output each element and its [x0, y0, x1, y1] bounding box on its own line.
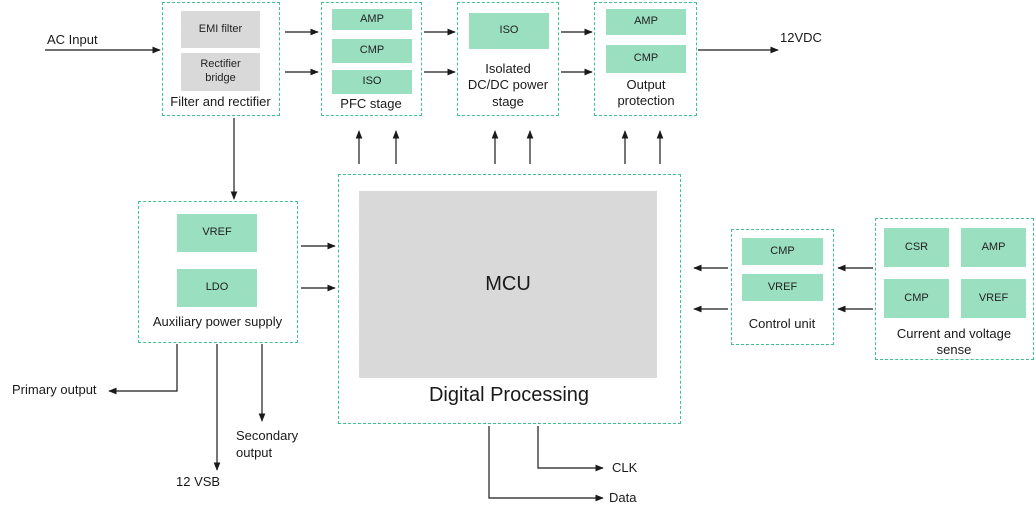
sense-csr-chip: CSR — [884, 228, 949, 267]
output-amp-chip: AMP — [606, 9, 686, 35]
clk-output-label: CLK — [612, 460, 638, 475]
dcdc-iso-label: ISO — [499, 24, 519, 37]
output-cmp-chip: CMP — [606, 45, 686, 73]
vsb-output-label: 12 VSB — [176, 474, 221, 489]
control-unit-label: Control unit — [748, 316, 816, 331]
aux-vref-label: VREF — [202, 226, 232, 239]
digital-processing-block: MCU Digital Processing — [338, 174, 681, 424]
pfc-iso-label: ISO — [362, 75, 382, 88]
control-vref-label: VREF — [767, 280, 798, 293]
primary-output-label: Primary output — [12, 382, 97, 397]
dc-output-label: 12VDC — [780, 30, 822, 45]
data-output-label: Data — [609, 490, 637, 505]
aux-ldo-label: LDO — [205, 281, 229, 294]
current-voltage-sense-block: CSR AMP CMP VREF Current and voltage sen… — [875, 218, 1034, 360]
sense-cmp-label: CMP — [904, 291, 929, 304]
filter-rectifier-label: Filter and rectifier — [170, 94, 271, 109]
dcdc-iso-chip: ISO — [469, 13, 549, 49]
sense-vref-label: VREF — [978, 291, 1009, 304]
digital-processing-label: Digital Processing — [428, 384, 590, 406]
control-cmp-label: CMP — [770, 244, 795, 257]
mcu-chip: MCU — [359, 191, 657, 378]
aux-ldo-chip: LDO — [177, 269, 257, 307]
isolated-dcdc-block: ISO Isolated DC/DC power stage — [457, 2, 559, 116]
output-protection-block: AMP CMP Output protection — [594, 2, 697, 116]
auxiliary-power-supply-block: VREF LDO Auxiliary power supply — [138, 201, 298, 343]
control-vref-chip: VREF — [742, 274, 823, 301]
filter-rectifier-block: EMI filter Rectifier bridge Filter and r… — [162, 2, 280, 116]
secondary-output-label: Secondary output — [236, 428, 299, 460]
control-cmp-chip: CMP — [742, 238, 823, 265]
arrow-data-output — [488, 426, 604, 502]
pfc-cmp-label: CMP — [359, 44, 385, 57]
output-amp-label: AMP — [634, 15, 658, 28]
rectifier-bridge-chip: Rectifier bridge — [181, 53, 260, 91]
sense-amp-label: AMP — [981, 240, 1006, 253]
arrow-primary-output — [108, 344, 178, 395]
sense-cmp-chip: CMP — [884, 279, 949, 318]
pfc-iso-chip: ISO — [332, 70, 412, 94]
current-voltage-sense-label: Current and voltage sense — [896, 326, 1012, 358]
control-unit-block: CMP VREF Control unit — [731, 229, 834, 345]
pfc-stage-label: PFC stage — [340, 96, 402, 111]
sense-csr-label: CSR — [904, 240, 929, 253]
output-cmp-label: CMP — [633, 52, 659, 65]
pfc-cmp-chip: CMP — [332, 39, 412, 63]
rectifier-bridge-label: Rectifier bridge — [200, 58, 241, 84]
pfc-stage-block: AMP CMP ISO PFC stage — [321, 2, 422, 116]
arrow-clk-output — [537, 426, 604, 472]
ac-input-label: AC Input — [47, 32, 98, 47]
pfc-amp-label: AMP — [360, 12, 384, 25]
sense-vref-chip: VREF — [961, 279, 1026, 318]
auxiliary-power-supply-label: Auxiliary power supply — [152, 314, 283, 329]
output-protection-label: Output protection — [617, 77, 675, 109]
sense-amp-chip: AMP — [961, 228, 1026, 267]
emi-filter-label: EMI filter — [198, 22, 243, 35]
pfc-amp-chip: AMP — [332, 9, 412, 30]
emi-filter-chip: EMI filter — [181, 11, 260, 48]
isolated-dcdc-label: Isolated DC/DC power stage — [467, 61, 549, 109]
mcu-label: MCU — [485, 273, 531, 295]
aux-vref-chip: VREF — [177, 214, 257, 252]
